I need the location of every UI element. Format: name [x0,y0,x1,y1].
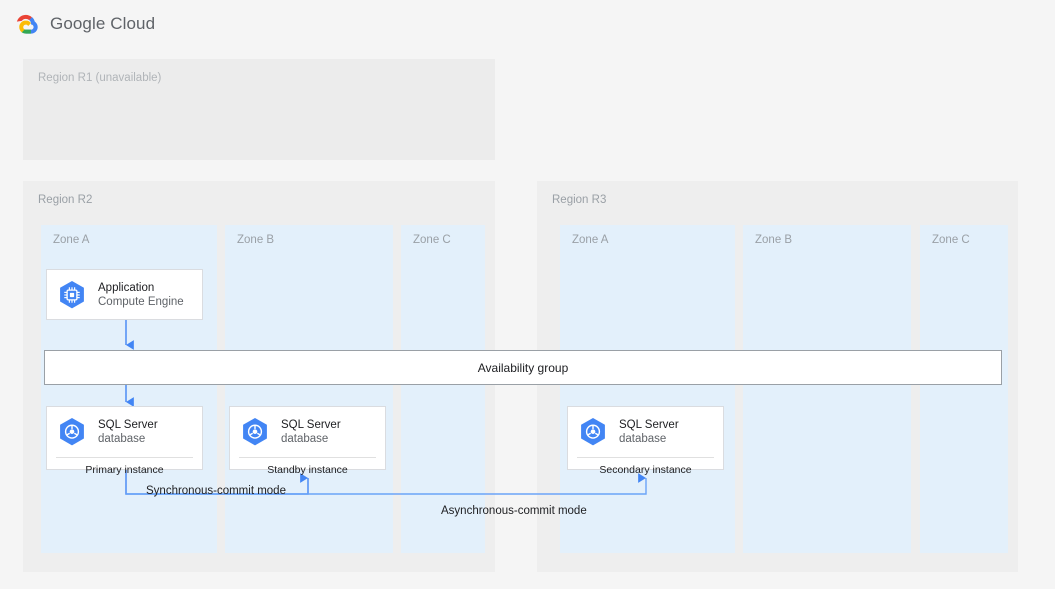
zone-label: Zone C [932,234,970,246]
card-divider [239,457,376,458]
card-subtitle: database [281,433,329,445]
sql-server-database-icon [581,417,605,446]
label-synchronous-commit-mode: Synchronous-commit mode [146,485,286,497]
zone-label: Zone C [413,234,451,246]
region-r2-label: Region R2 [38,194,93,206]
card-subtitle: database [98,433,146,445]
card-subtitle: Compute Engine [98,296,184,308]
page-header: Google Cloud [0,0,1055,42]
product-name: Google Cloud [50,14,156,33]
card-footer-role: Standby instance [267,464,348,476]
card-sql-server-primary[interactable]: SQL Server database Primary instance [46,406,203,476]
card-title: SQL Server [281,419,341,431]
zone-label: Zone B [237,234,275,246]
zone-label: Zone B [755,234,793,246]
card-footer-role: Primary instance [85,464,164,476]
brand-logo: Google Cloud [14,11,155,37]
card-subtitle: database [619,433,667,445]
zone-label: Zone A [572,234,609,246]
availability-group-label: Availability group [477,360,569,375]
card-title: Application [98,282,155,294]
card-footer-role: Secondary instance [599,464,692,476]
card-divider [56,457,193,458]
card-application[interactable]: Application Compute Engine [46,269,203,320]
sql-server-database-icon [243,417,267,446]
region-r3-label: Region R3 [552,194,607,206]
card-sql-server-standby[interactable]: SQL Server database Standby instance [229,406,386,476]
availability-group-bar: Availability group [44,350,1002,385]
card-title: SQL Server [619,419,679,431]
card-title: SQL Server [98,419,158,431]
card-sql-server-secondary[interactable]: SQL Server database Secondary instance [567,406,724,476]
zone-r3-a: Zone A [560,225,735,553]
zone-r3-b: Zone B [743,225,911,553]
compute-engine-icon [60,280,84,309]
zone-r2-b: Zone B [225,225,393,553]
google-cloud-logo-icon [16,14,38,34]
zone-r2-c: Zone C [401,225,485,553]
zone-r3-c: Zone C [920,225,1008,553]
region-r1-label: Region R1 (unavailable) [38,72,162,84]
label-asynchronous-commit-mode: Asynchronous-commit mode [441,505,587,517]
region-r1-container: Region R1 (unavailable) [23,59,495,160]
sql-server-database-icon [60,417,84,446]
card-divider [577,457,714,458]
zone-label: Zone A [53,234,90,246]
